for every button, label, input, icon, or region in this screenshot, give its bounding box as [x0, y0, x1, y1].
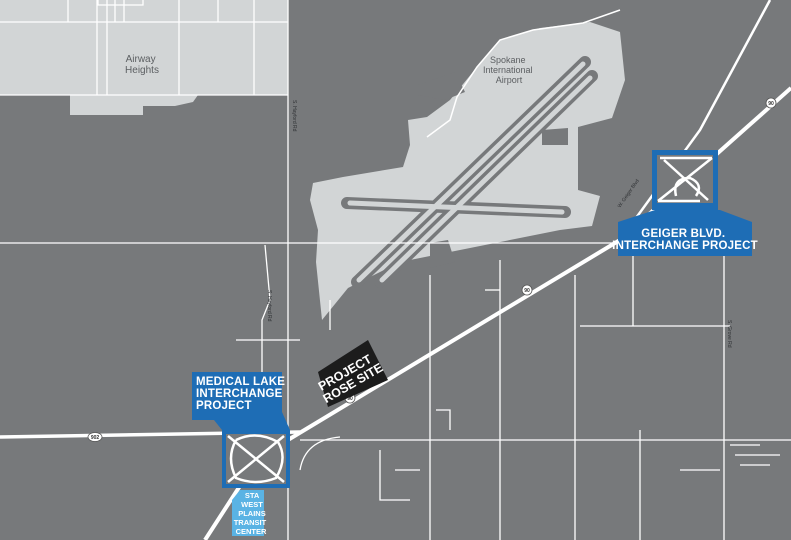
svg-text:90: 90 [347, 396, 353, 402]
sta-west-plains-transit-center[interactable]: STA WEST PLAINS TRANSIT CENTER [232, 490, 268, 536]
place-label-airway-heights: Airway Heights [125, 54, 159, 76]
svg-text:STA WEST PLAINS: STA WEST PLAINS TRANSIT CENTER [234, 491, 269, 536]
interstate-shield-i90-east: 90 [765, 97, 777, 109]
medical-lake-interchange-callout[interactable]: MEDICAL LAKE INTERCHANGE PROJECT [192, 372, 290, 488]
interchange-icon [657, 156, 713, 203]
road-label-hayford-north: S. Hayford Rd [291, 100, 297, 132]
geiger-label: GEIGER BLVD. INTERCHANGE PROJECT [612, 228, 758, 252]
place-label-airport: Spokane International Airport [483, 55, 535, 85]
svg-text:90: 90 [768, 101, 774, 107]
interstate-shield-i90-mid: 90 [521, 284, 533, 296]
airport-area [310, 9, 625, 320]
road-label-hayford-south: S. Hayford Rd [266, 290, 272, 322]
medical-lake-label: MEDICAL LAKE INTERCHANGE PROJECT [196, 376, 288, 412]
airway-heights-area [0, 0, 288, 115]
svg-text:902: 902 [91, 435, 100, 441]
svg-text:90: 90 [524, 288, 530, 294]
road-label-grove: S. Grove Rd [726, 320, 732, 348]
interchange-icon [227, 434, 285, 484]
state-route-shield-902: 902 [87, 432, 103, 442]
geiger-interchange-callout[interactable]: GEIGER BLVD. INTERCHANGE PROJECT [612, 150, 758, 256]
